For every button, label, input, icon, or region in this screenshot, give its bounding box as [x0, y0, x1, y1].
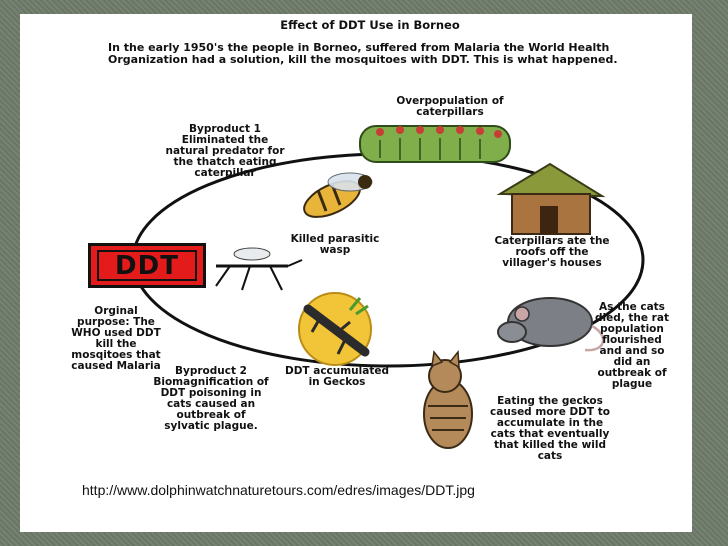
ddt-label: DDT	[97, 250, 197, 281]
label-ddt-geckos: DDT accumulated in Geckos	[282, 366, 392, 388]
label-caterpillars-roofs: Caterpillars ate the roofs off the villa…	[488, 236, 616, 269]
ddt-box: DDT	[88, 243, 206, 288]
source-url: http://www.dolphinwatchnaturetours.com/e…	[82, 482, 475, 498]
cat-icon	[424, 352, 472, 448]
intro-text: In the early 1950's the people in Borneo…	[108, 42, 628, 66]
hut-icon	[500, 164, 602, 234]
label-byproduct1: Byproduct 1 Eliminated the natural preda…	[160, 124, 290, 179]
wasp-icon	[299, 173, 372, 224]
label-original-purpose: Orginal purpose: The WHO used DDT kill t…	[70, 306, 162, 372]
label-killed-wasp: Killed parasitic wasp	[290, 234, 380, 256]
label-eating-geckos: Eating the geckos caused more DDT to acc…	[490, 396, 610, 462]
rat-icon	[498, 298, 603, 350]
caterpillar-icon	[360, 126, 510, 162]
page-title: Effect of DDT Use in Borneo	[260, 20, 480, 31]
gecko-icon	[299, 293, 371, 365]
label-byproduct2: Byproduct 2 Biomagnification of DDT pois…	[152, 366, 270, 432]
label-overpopulation: Overpopulation of caterpillars	[390, 96, 510, 118]
diagram-slide: Effect of DDT Use in Borneo In the early…	[20, 14, 692, 532]
label-cats-died: As the cats died, the rat population flo…	[590, 302, 674, 390]
